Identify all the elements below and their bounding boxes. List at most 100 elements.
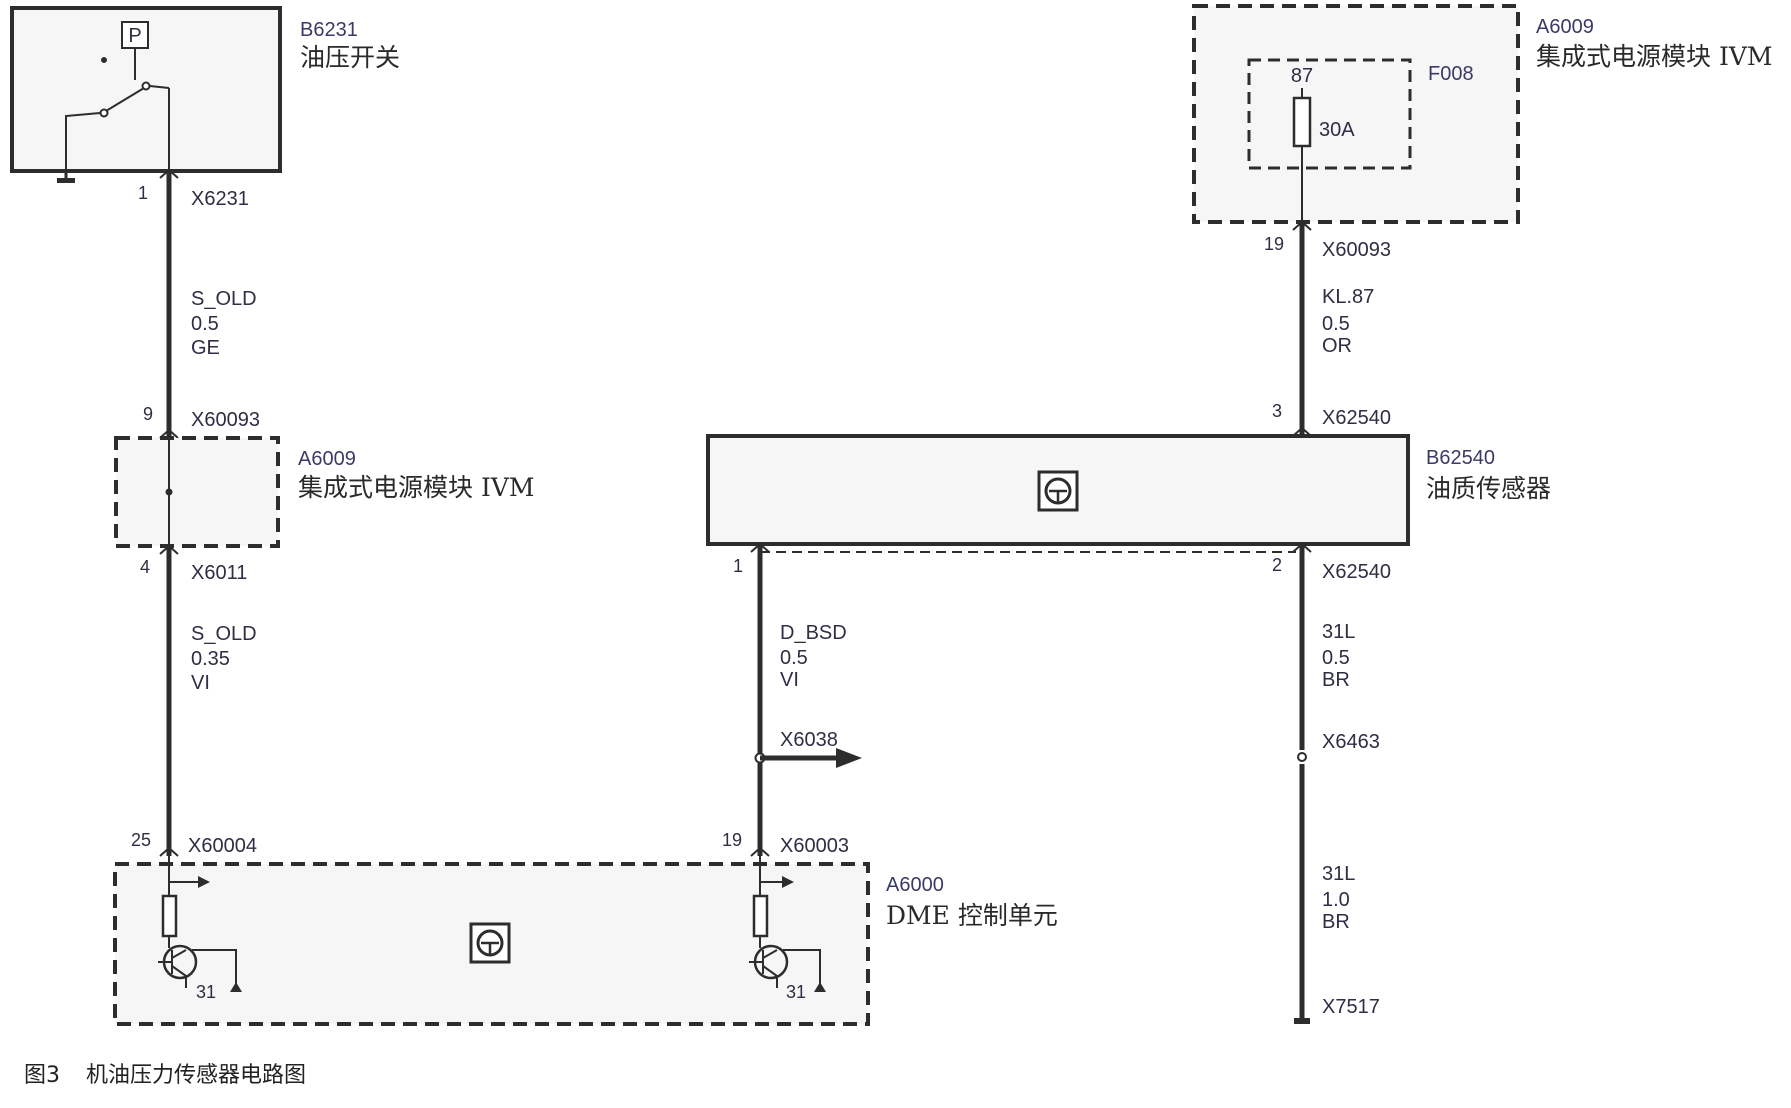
connector-mark (159, 544, 179, 555)
connector-mark (750, 542, 770, 553)
arrow-right-icon (836, 748, 862, 768)
dme-id: A6000 (886, 874, 944, 896)
wire-size: 0.5 (191, 313, 219, 335)
fuse-pin: 87 (1291, 65, 1313, 87)
ivm-module-middle: A6009 集成式电源模块 IVM (114, 436, 534, 548)
arrow-right-icon (782, 876, 794, 888)
wire-size: 0.5 (1322, 647, 1350, 669)
wire-size: 0.5 (780, 647, 808, 669)
dme-name: DME 控制单元 (886, 901, 1058, 930)
fuse-rating: 30A (1319, 119, 1355, 141)
wire-signal: D_BSD (780, 622, 847, 644)
ground-icon (230, 982, 242, 992)
wire-color: VI (191, 672, 210, 694)
connector-label: X6011 (191, 562, 247, 584)
connector-label: X60093 (1322, 239, 1391, 261)
wire-size: 0.35 (191, 648, 230, 670)
connector-mark (1292, 220, 1312, 231)
pin-number: 25 (131, 830, 151, 850)
pin-number: 19 (1264, 234, 1284, 254)
dme-control-unit: 31 31 A6000 DME 控制单元 (113, 856, 1058, 1026)
switch-output-link (149, 85, 170, 89)
ground-label: 31 (196, 982, 216, 1002)
pressure-symbol: P (128, 25, 141, 47)
wire-signal: S_OLD (191, 623, 257, 645)
pin-number: 9 (143, 404, 153, 424)
wire-s-old-lower: 4 X6011 S_OLD 0.35 VI 25 X60004 (131, 544, 257, 857)
switch-contact-dot (101, 57, 107, 63)
resistor-icon (752, 894, 769, 938)
ivm-module-middle-box (114, 436, 280, 548)
wire-s-old-upper: 1 X6231 S_OLD 0.5 GE 9 X60093 (138, 168, 260, 439)
pin-number: 3 (1272, 401, 1282, 421)
pin-number: 19 (722, 830, 742, 850)
connector-label: X62540 (1322, 407, 1391, 429)
switch-contact-pivot (99, 108, 109, 118)
connector-label: X60004 (188, 835, 257, 857)
figure-caption: 图3 机油压力传感器电路图 (24, 1063, 306, 1088)
wire-color: GE (191, 337, 220, 359)
oil-quality-sensor: B62540 油质传感器 (706, 434, 1551, 553)
wire-signal: 31L (1322, 621, 1355, 643)
connector-label: X60093 (191, 409, 260, 431)
control-unit-icon (1037, 470, 1079, 512)
connector-mark (750, 846, 770, 857)
ground-icon (814, 982, 826, 992)
ivm-module-middle-id: A6009 (298, 448, 356, 470)
ivm-module-top-id: A6009 (1536, 16, 1594, 38)
connector-label: X6231 (191, 188, 249, 210)
splice-dot (165, 488, 173, 496)
arrow-right-icon (198, 876, 210, 888)
wire-color: VI (780, 669, 799, 691)
ground-icon (57, 171, 75, 183)
wire-signal: 31L (1322, 863, 1355, 885)
wire-kl87: 19 X60093 KL.87 0.5 OR 3 X62540 (1264, 220, 1391, 437)
caption-text: 机油压力传感器电路图 (86, 1063, 306, 1088)
fuse-box (1247, 58, 1412, 170)
caption-number: 图3 (24, 1063, 60, 1088)
switch-ground-lead (65, 112, 101, 172)
wire-color: BR (1322, 911, 1350, 933)
ground-label: 31 (786, 982, 806, 1002)
connector-label: X7517 (1322, 996, 1380, 1018)
output-stage-right: 31 (749, 856, 826, 1002)
wire-size: 1.0 (1322, 889, 1350, 911)
wire-31l: 2 X62540 31L 0.5 BR X6463 31L 1.0 BR X75… (1272, 542, 1391, 1024)
pin-number: 1 (733, 556, 743, 576)
connector-mark (1292, 542, 1312, 553)
switch-contact-top (141, 81, 151, 91)
wire-d-bsd: 1 D_BSD 0.5 VI X6038 19 X60003 (722, 542, 862, 857)
pin-number: 4 (140, 557, 150, 577)
connector-mark (159, 168, 179, 179)
ivm-module-top: 87 30A F008 A6009 集成式电源模块 IVM (1192, 4, 1772, 224)
ivm-module-top-box (1192, 4, 1520, 224)
pin-number: 2 (1272, 555, 1282, 575)
oil-quality-sensor-id: B62540 (1426, 447, 1495, 469)
wire-signal: KL.87 (1322, 286, 1374, 308)
oil-pressure-switch: P B6231 油压开关 (10, 6, 400, 183)
connector-mark (1292, 426, 1312, 437)
ivm-module-top-name: 集成式电源模块 IVM (1536, 42, 1772, 71)
inline-connector (1297, 752, 1307, 762)
output-stage-left: 31 (158, 856, 242, 1002)
control-unit-icon (469, 922, 511, 964)
resistor-icon (161, 894, 178, 938)
connector-label: X60003 (780, 835, 849, 857)
fuse-icon (1292, 96, 1312, 148)
oil-pressure-switch-name: 油压开关 (300, 43, 400, 72)
wire-signal: S_OLD (191, 288, 257, 310)
fuse-id: F008 (1428, 63, 1474, 85)
wire-color: BR (1322, 669, 1350, 691)
connector-label: X6463 (1322, 731, 1380, 753)
connector-label: X62540 (1322, 561, 1391, 583)
wire-color: OR (1322, 335, 1352, 357)
connector-mark (159, 846, 179, 857)
oil-quality-sensor-name: 油质传感器 (1426, 474, 1551, 503)
switch-blade (105, 87, 145, 112)
wire-size: 0.5 (1322, 313, 1350, 335)
ivm-module-middle-name: 集成式电源模块 IVM (298, 473, 534, 502)
oil-pressure-switch-id: B6231 (300, 19, 358, 41)
connector-mark (159, 428, 179, 439)
